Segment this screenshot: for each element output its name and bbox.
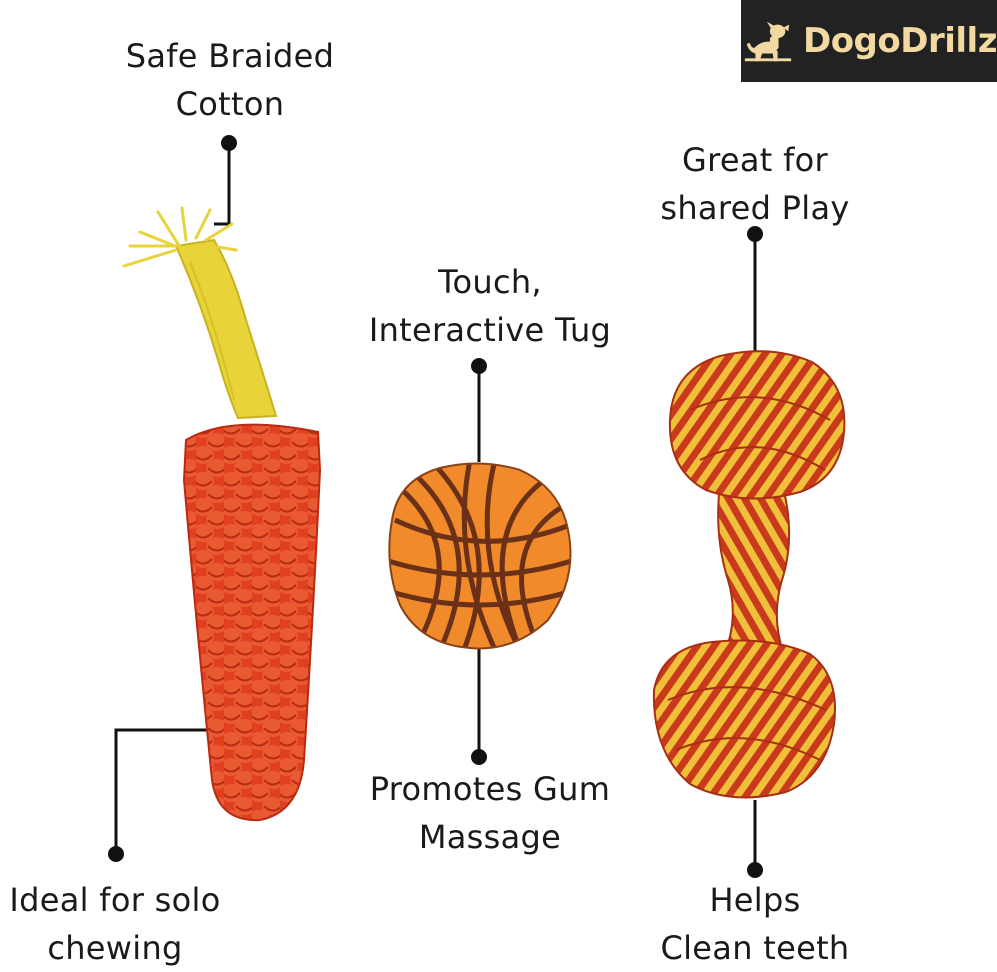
callout-interactive-tug: Touch, Interactive Tug — [350, 258, 630, 354]
callout-safe-cotton-line2: Cotton — [175, 85, 285, 123]
dot-interactive-tug — [471, 358, 487, 374]
callout-gum-massage-line2: Massage — [418, 818, 562, 856]
dot-safe-cotton — [221, 135, 237, 151]
callout-clean-teeth-line1: Helps — [709, 881, 801, 919]
connector-safe-cotton — [214, 143, 231, 226]
brand-logo: DogoDrillz — [741, 0, 997, 82]
callout-shared-play: Great for shared Play — [640, 136, 870, 232]
callout-gum-massage: Promotes Gum Massage — [350, 765, 630, 861]
callout-shared-play-line2: shared Play — [660, 189, 850, 227]
callout-solo-chewing-line2: chewing — [47, 929, 183, 967]
callout-shared-play-line1: Great for — [682, 141, 828, 179]
dot-shared-play — [747, 226, 763, 242]
callout-safe-cotton-line1: Safe Braided — [125, 37, 335, 75]
dog-icon — [744, 21, 792, 62]
callout-solo-chewing: Ideal for solo chewing — [0, 876, 230, 972]
callout-interactive-tug-line2: Interactive Tug — [368, 311, 612, 349]
connector-solo-chewing — [114, 728, 209, 854]
callout-clean-teeth-line2: Clean teeth — [660, 929, 850, 967]
dot-solo-chewing — [108, 846, 124, 862]
callout-safe-cotton: Safe Braided Cotton — [100, 32, 360, 128]
dot-gum-massage — [471, 749, 487, 765]
callout-solo-chewing-line1: Ideal for solo — [9, 881, 221, 919]
callout-clean-teeth: Helps Clean teeth — [640, 876, 870, 972]
callout-gum-massage-line1: Promotes Gum — [369, 770, 611, 808]
callout-interactive-tug-line1: Touch, — [438, 263, 542, 301]
brand-name: DogoDrillz — [802, 21, 997, 61]
dot-clean-teeth — [747, 862, 763, 878]
